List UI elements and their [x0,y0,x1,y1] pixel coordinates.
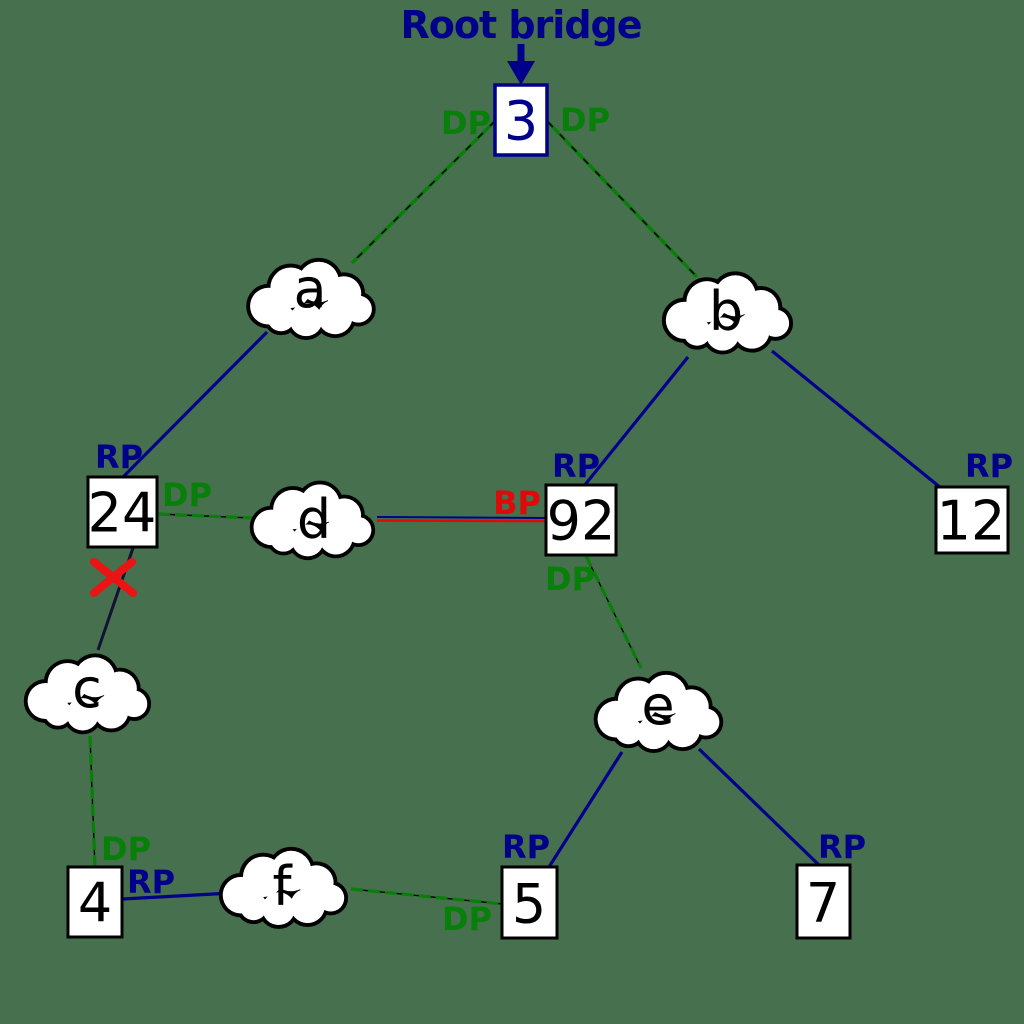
bridge-node-92: 92 [544,483,618,557]
failed-link-x-icon [90,558,137,597]
link-b-92 [582,355,690,488]
bridge-id-5: 5 [512,873,546,936]
segment-label-a: a [293,257,326,320]
segment-label-d: d [297,488,331,551]
root-bridge-title: Root bridge [400,3,641,47]
link-c-4 [88,735,97,869]
bridge-node-4: 4 [66,865,124,939]
link-a-24 [121,330,269,479]
segment-cloud-d: d [253,484,371,556]
port-label-92-rp: RP [552,447,600,485]
port-label-3-right-dp: DP [560,101,610,139]
port-label-5-dp: DP [442,900,492,938]
bridge-node-3: 3 [493,83,549,157]
bridge-id-7: 7 [806,872,840,935]
port-label-92-bp: BP [493,484,541,522]
port-label-92-dp: DP [545,560,595,598]
port-label-7-rp: RP [818,828,866,866]
link-e-5 [547,751,624,868]
bridge-id-92: 92 [547,490,616,553]
bridge-node-7: 7 [795,863,852,940]
link-24-d [157,512,253,520]
link-92-e [584,555,643,669]
segment-cloud-a: a [250,257,372,336]
port-label-4-rp: RP [127,863,175,901]
link-e-7 [697,747,822,868]
bridge-id-12: 12 [937,490,1006,553]
port-label-3-left-dp: DP [441,104,491,142]
bridge-id-3: 3 [504,90,538,153]
root-bridge-arrow-icon [507,44,535,85]
segment-cloud-e: e [598,674,720,749]
segment-label-b: b [709,280,743,343]
link-d-92 [376,516,547,523]
segment-cloud-c: c [28,657,148,730]
port-label-24-rp: RP [95,438,143,476]
link-b-12 [770,349,943,490]
segment-cloud-b: b [666,275,789,350]
port-label-5-rp: RP [502,828,550,866]
segment-label-f: f [272,855,293,918]
bridge-id-4: 4 [78,872,112,935]
bridge-node-24: 24 [86,475,159,549]
segment-label-c: c [72,657,102,720]
link-3-b [546,120,699,279]
segment-label-e: e [641,674,674,737]
port-label-24-dp: DP [162,476,212,514]
port-label-12-rp: RP [965,447,1013,485]
link-f-5 [350,887,504,906]
bridge-id-24: 24 [88,482,157,545]
segment-cloud-f: f [223,851,344,925]
bridge-node-12: 12 [934,485,1010,555]
link-3-a [350,119,497,265]
link-4-f [121,891,233,901]
bridge-node-5: 5 [500,865,559,940]
port-label-4-dp: DP [101,830,151,868]
